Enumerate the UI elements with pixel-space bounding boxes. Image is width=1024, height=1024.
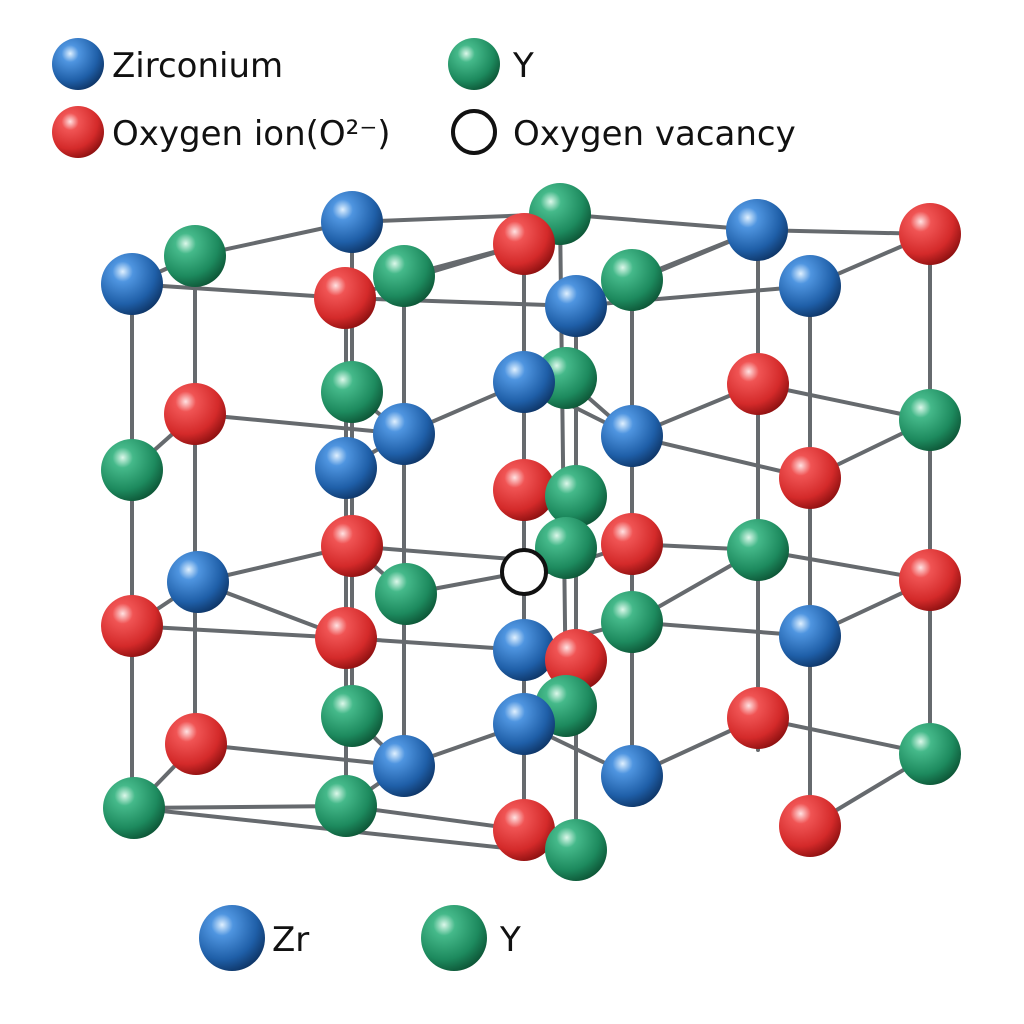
oxygen-legend-swatch — [52, 106, 104, 158]
zirconium-atom — [493, 619, 555, 681]
y-legend-swatch — [448, 38, 500, 90]
zr-legend-swatch — [199, 905, 265, 971]
zirconium-atom — [315, 437, 377, 499]
zirconium-atom — [167, 551, 229, 613]
yttrium-atom — [545, 819, 607, 881]
zirconium-atom — [601, 745, 663, 807]
oxygen-atom — [779, 795, 841, 857]
legend-label-zr: Zr — [272, 920, 309, 960]
zirconium-atom — [493, 351, 555, 413]
legend-bottom: Zr Y — [199, 905, 521, 971]
oxygen-atom — [779, 447, 841, 509]
lattice-atoms — [101, 183, 961, 881]
legend-label-y-bottom: Y — [499, 920, 521, 960]
oxygen-atom — [727, 687, 789, 749]
lattice-bond — [132, 804, 348, 810]
vacancy-legend-swatch — [451, 109, 497, 155]
yttrium-atom — [601, 249, 663, 311]
oxygen-atom — [314, 267, 376, 329]
oxygen-atom — [315, 607, 377, 669]
zirconium-atom — [321, 191, 383, 253]
legend-item-y-bottom: Y — [421, 905, 521, 971]
zirconium-atom — [779, 255, 841, 317]
yttrium-atom — [899, 723, 961, 785]
y-bottom-legend-swatch — [421, 905, 487, 971]
oxygen-atom — [899, 203, 961, 265]
oxygen-atom — [493, 799, 555, 861]
oxygen-atom — [164, 383, 226, 445]
zirconium-atom — [726, 199, 788, 261]
yttrium-atom — [321, 685, 383, 747]
lattice-bond — [130, 282, 347, 300]
yttrium-atom — [164, 225, 226, 287]
legend-top: Zirconium Y Oxygen ion(O²⁻) Oxygen vacan… — [52, 38, 796, 158]
yttrium-atom — [535, 517, 597, 579]
oxygen-atom — [493, 213, 555, 275]
zirconium-atom — [101, 253, 163, 315]
oxygen-atom — [321, 515, 383, 577]
oxygen-vacancy-site — [500, 548, 548, 596]
yttrium-atom — [373, 245, 435, 307]
yttrium-atom — [315, 775, 377, 837]
zirconium-atom — [493, 693, 555, 755]
lattice-bond — [130, 624, 348, 640]
legend-label-zirconium: Zirconium — [112, 46, 283, 86]
oxygen-atom — [727, 353, 789, 415]
yttrium-atom — [103, 777, 165, 839]
legend-label-y: Y — [512, 46, 534, 86]
yttrium-atom — [545, 465, 607, 527]
oxygen-atom — [601, 513, 663, 575]
legend-item-zr: Zr — [199, 905, 309, 971]
oxygen-atom — [493, 459, 555, 521]
lattice-bond — [558, 212, 759, 232]
zirconium-atom — [779, 605, 841, 667]
zirconium-atom — [601, 405, 663, 467]
legend-label-oxygen-ion: Oxygen ion(O²⁻) — [112, 114, 391, 154]
oxygen-atom — [165, 713, 227, 775]
legend-item-zirconium: Zirconium — [52, 38, 283, 90]
yttrium-atom — [601, 591, 663, 653]
yttrium-atom — [899, 389, 961, 451]
lattice-bond — [343, 296, 578, 308]
yttrium-atom — [375, 563, 437, 625]
lattice-bond — [194, 742, 406, 768]
zirconium-atom — [545, 275, 607, 337]
legend-item-y: Y — [448, 38, 534, 90]
yttrium-atom — [727, 519, 789, 581]
zirconium-atom — [373, 735, 435, 797]
legend-item-oxygen-ion: Oxygen ion(O²⁻) — [52, 106, 391, 158]
lattice-bond — [193, 412, 406, 436]
legend-label-oxygen-vacancy: Oxygen vacancy — [513, 114, 796, 154]
oxygen-atom — [101, 595, 163, 657]
zirconium-atom — [373, 403, 435, 465]
yttrium-atom — [321, 361, 383, 423]
yttrium-atom — [101, 439, 163, 501]
zirconium-legend-swatch — [52, 38, 104, 90]
legend-item-oxygen-vacancy: Oxygen vacancy — [451, 109, 796, 155]
oxygen-atom — [899, 549, 961, 611]
